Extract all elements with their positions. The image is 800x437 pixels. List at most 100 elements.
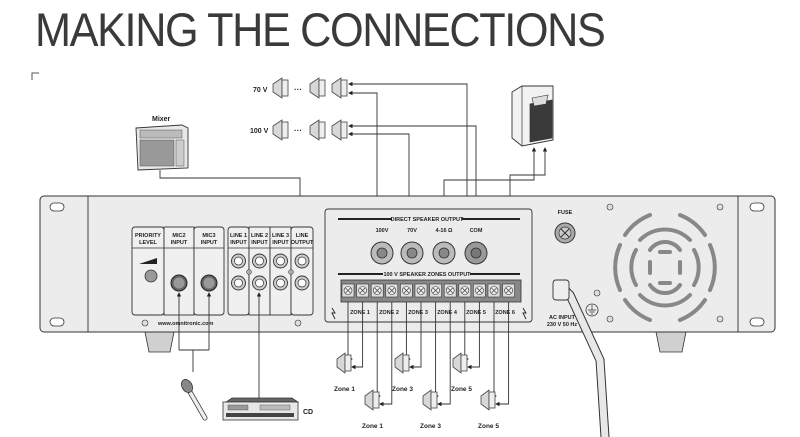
website-label: www.omnitronic.com xyxy=(157,321,214,327)
ac-input-voltage-label: 230 V 50 Hz xyxy=(547,322,578,328)
screw-terminal[interactable] xyxy=(502,283,515,298)
direct-speaker-output-label: DIRECT SPEAKER OUTPUT xyxy=(391,217,464,223)
screw-terminal[interactable] xyxy=(429,283,442,298)
screw-terminal[interactable] xyxy=(356,283,369,298)
module-label: LINE xyxy=(296,233,309,239)
zone-speaker-label: Zone 3 xyxy=(420,423,441,430)
speaker-icon xyxy=(331,119,348,141)
page-title: MAKING THE CONNECTIONS xyxy=(35,3,606,56)
module-label: LINE 2 xyxy=(251,233,268,239)
binding-post-4-16ohm[interactable] xyxy=(432,241,456,265)
module-label: MIC3 xyxy=(202,233,215,239)
rack-mount-hole xyxy=(749,317,765,327)
zone-speaker-label: Zone 1 xyxy=(362,423,383,430)
fan-grille-icon xyxy=(606,203,724,323)
zone-label: ZONE 6 xyxy=(495,310,515,316)
speaker-icon xyxy=(272,77,289,99)
screw-icon xyxy=(294,319,302,327)
fuse-holder[interactable] xyxy=(554,222,576,244)
mixer-icon xyxy=(135,124,189,171)
zones-output-label: 100 V SPEAKER ZONES OUTPUT xyxy=(383,272,471,278)
microphone-icon xyxy=(181,379,208,421)
zone-label: ZONE 1 xyxy=(350,310,370,316)
power-panel: FUSE AC INPUT 230 V 50 Hz xyxy=(547,203,724,437)
screw-icon xyxy=(288,269,294,275)
module-label: INPUT xyxy=(201,240,218,246)
screw-icon xyxy=(141,319,149,327)
module-label: INPUT xyxy=(171,240,188,246)
module-label: OUTPUT xyxy=(291,240,314,246)
module-label: INPUT xyxy=(251,240,268,246)
screw-terminal[interactable] xyxy=(473,283,486,298)
binding-post-com[interactable] xyxy=(464,241,488,265)
zone-speaker-icon xyxy=(452,352,468,374)
zone-label: ZONE 4 xyxy=(437,310,458,316)
label-100v: 100 V xyxy=(250,128,269,135)
terminal-label: 100V xyxy=(376,228,389,234)
zone-label: ZONE 2 xyxy=(379,310,399,316)
pa-speaker-icon xyxy=(511,85,554,147)
zone-speaker-icon xyxy=(394,352,410,374)
input-panel: PRIORITY LEVEL MIC2 INPUT MIC3 INPUT LIN… xyxy=(131,226,314,327)
speaker-icon xyxy=(309,77,326,99)
screw-terminal[interactable] xyxy=(443,283,457,298)
level-indicator-icon xyxy=(139,258,157,264)
warning-bolt-icon xyxy=(331,307,336,320)
binding-post-70v[interactable] xyxy=(400,241,424,265)
screw-terminal[interactable] xyxy=(370,283,384,298)
zone-speaker-label: Zone 5 xyxy=(478,423,499,430)
rack-mount-hole xyxy=(749,202,765,212)
screw-icon xyxy=(593,289,601,297)
zone-speaker-label: Zone 3 xyxy=(392,386,413,393)
line2-module: LINE 2 INPUT xyxy=(248,226,271,316)
ac-input-label: AC INPUT xyxy=(549,315,576,321)
rack-mount-hole xyxy=(49,202,65,212)
line3-module: LINE 3 INPUT xyxy=(269,226,292,316)
cd-label: CD xyxy=(303,409,313,416)
zone-label: ZONE 5 xyxy=(466,310,486,316)
priority-level-knob[interactable] xyxy=(144,269,158,283)
module-label: MIC2 xyxy=(172,233,185,239)
zone-speaker-icon xyxy=(336,352,352,374)
screw-terminal[interactable] xyxy=(385,283,399,298)
corner-mark xyxy=(31,72,39,80)
zone-speaker-label: Zone 5 xyxy=(451,386,472,393)
module-label: INPUT xyxy=(272,240,289,246)
terminal-label: 4-16 Ω xyxy=(436,228,454,234)
zone-speaker-icon xyxy=(364,389,380,411)
binding-post-100v[interactable] xyxy=(370,241,394,265)
screw-terminal[interactable] xyxy=(400,283,413,298)
screw-terminal[interactable] xyxy=(414,283,428,298)
module-label: LEVEL xyxy=(139,240,157,246)
speaker-row-100v: 100 V ··· xyxy=(250,119,348,141)
speaker-icon xyxy=(272,119,289,141)
module-label: LINE 3 xyxy=(272,233,289,239)
screw-terminal[interactable] xyxy=(458,283,472,298)
zone-speaker-label: Zone 1 xyxy=(334,386,355,393)
zone-speaker-icon xyxy=(480,389,496,411)
speaker-icon xyxy=(331,77,348,99)
screw-icon xyxy=(246,269,252,275)
speaker-icon xyxy=(309,119,326,141)
screw-terminal[interactable] xyxy=(487,283,501,298)
module-label: PRIORITY xyxy=(135,233,161,239)
speaker-row-70v: 70 V ··· xyxy=(253,77,348,99)
terminal-label: COM xyxy=(470,228,483,234)
rack-mount-hole xyxy=(49,317,65,327)
line1-module: LINE 1 INPUT xyxy=(227,226,250,316)
zone-label: ZONE 3 xyxy=(408,310,428,316)
rack-foot xyxy=(655,331,687,353)
iec-power-inlet[interactable] xyxy=(552,279,570,301)
screw-terminal[interactable] xyxy=(341,283,355,298)
module-label: LINE 1 xyxy=(230,233,247,239)
mixer-label: Mixer xyxy=(152,116,171,123)
warning-bolt-icon xyxy=(522,307,527,320)
module-label: INPUT xyxy=(230,240,247,246)
line-output-module: LINE OUTPUT xyxy=(290,226,314,316)
fuse-label: FUSE xyxy=(558,210,573,216)
rack-foot xyxy=(144,331,175,353)
ground-icon xyxy=(585,303,599,317)
cd-player-icon xyxy=(222,397,300,421)
terminal-label: 70V xyxy=(407,228,417,234)
